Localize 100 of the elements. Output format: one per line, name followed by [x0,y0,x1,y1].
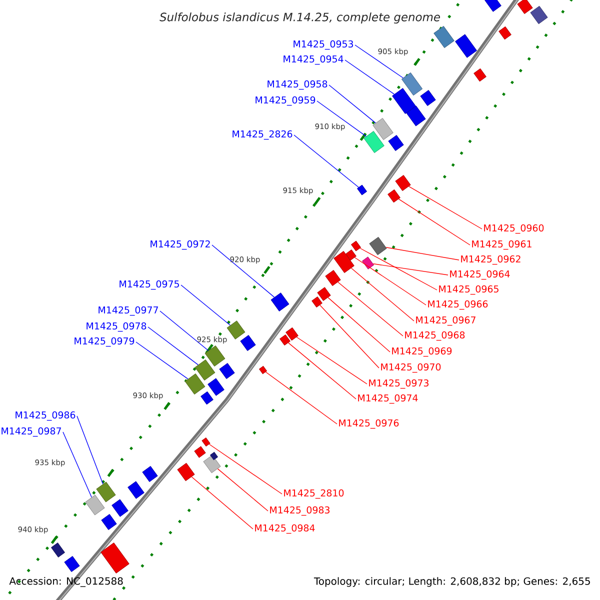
leader-line [320,304,380,368]
leader-line [372,263,448,276]
gene-label: M1425_0965 [439,285,498,295]
gene-block [388,189,400,203]
gene-block [128,481,144,499]
footer-text: Topology: circular; Length: 2,608,832 bp; Genes: 2,655 [314,577,590,587]
gene-block [210,452,218,460]
gene-block [101,514,117,530]
gene-block [286,327,298,341]
gene-block [350,240,362,252]
gene-block [317,287,331,301]
gene-block [270,292,290,312]
gene-block [240,334,256,352]
gene-label: M1425_0973 [369,379,428,389]
gene-block [484,0,502,12]
leader-line [208,444,282,494]
leader-line [408,186,482,230]
gene-block [184,373,206,395]
gene-label: M1425_0960 [484,224,544,234]
gene-label: M1425_0964 [450,270,510,280]
gene-block [100,542,130,574]
leader-line [265,372,338,424]
gene-block [312,296,322,308]
leader-line [328,84,376,124]
gene-block [202,437,210,447]
gene-block [280,334,290,346]
gene-label: M1425_2826 [232,130,292,140]
gene-label: M1425_0986 [16,411,76,421]
gene-block [194,446,206,458]
gene-block [369,236,387,256]
gene-block [498,26,512,40]
footer-text: Accession: NC_012588 [9,577,123,587]
gene-label: M1425_0953 [294,40,354,50]
gene-block [517,0,533,14]
gene-block [455,34,477,58]
gene-block [219,362,235,380]
gene-block [258,366,268,374]
leader-line [136,342,188,380]
gene-block [530,6,548,24]
gene-block [85,494,105,516]
leader-line [191,476,254,530]
gene-block [346,249,356,261]
gene-block [434,26,454,48]
leader-line [212,244,275,298]
gene-block [203,454,221,474]
gene-label: M1425_0977 [98,306,158,316]
gene-block [204,345,226,367]
gene-label: M1425_0984 [255,524,315,534]
gene-label: M1425_0961 [472,240,532,250]
gene-block [401,72,423,96]
gene-block [334,250,354,274]
leader-line [217,468,268,512]
gene-block [208,378,224,396]
leader-line [148,326,198,366]
gene-label: M1425_0976 [339,419,399,429]
gene-block [142,466,158,482]
gene-label: M1425_0970 [381,363,441,373]
leader-line [350,268,414,322]
leader-line [294,134,359,188]
gene-block [474,68,486,82]
gene-block [362,256,374,270]
gene-label: M1425_0983 [270,506,330,516]
gene-block [112,499,128,517]
gene-label: M1425_0954 [284,55,344,65]
gene-block [388,134,404,152]
gene-label: M1425_0958 [268,80,328,90]
gene-label: M1425_0959 [256,96,316,106]
gene-block [420,90,436,106]
title: Sulfolobus islandicus M.14.25, complete genome [160,12,440,24]
gene-block [194,359,216,381]
gene-block [96,482,116,502]
gene-block [395,174,411,192]
leader-line [398,198,470,246]
leader-line [62,432,92,498]
gene-block [364,130,384,154]
gene-block [226,320,246,340]
gene-block [356,184,368,196]
gene-label: M1425_0969 [392,347,452,357]
gene-label: M1425_0972 [150,240,210,250]
leader-line [360,248,438,290]
leader-line [328,297,390,352]
leader-line [354,257,426,306]
leader-line [180,284,231,326]
gene-block [64,556,80,572]
gene-label: M1425_0962 [461,255,520,265]
gene-block [177,462,195,482]
leader-line [288,342,356,400]
gene-label: M1425_0967 [416,316,476,326]
gene-block [51,542,66,558]
leader-line [76,416,104,484]
gene-label: M1425_0975 [120,280,179,290]
gene-label: M1425_0987 [2,427,61,437]
gene-label: M1425_0978 [86,322,146,332]
gene-block [372,118,394,140]
gene-label: M1425_0979 [74,337,134,347]
leader-line [160,310,209,351]
leader-line [344,60,395,95]
gene-label: M1425_0966 [428,300,488,310]
gene-label: M1425_2810 [284,489,344,499]
gene-label: M1425_0968 [405,331,465,341]
